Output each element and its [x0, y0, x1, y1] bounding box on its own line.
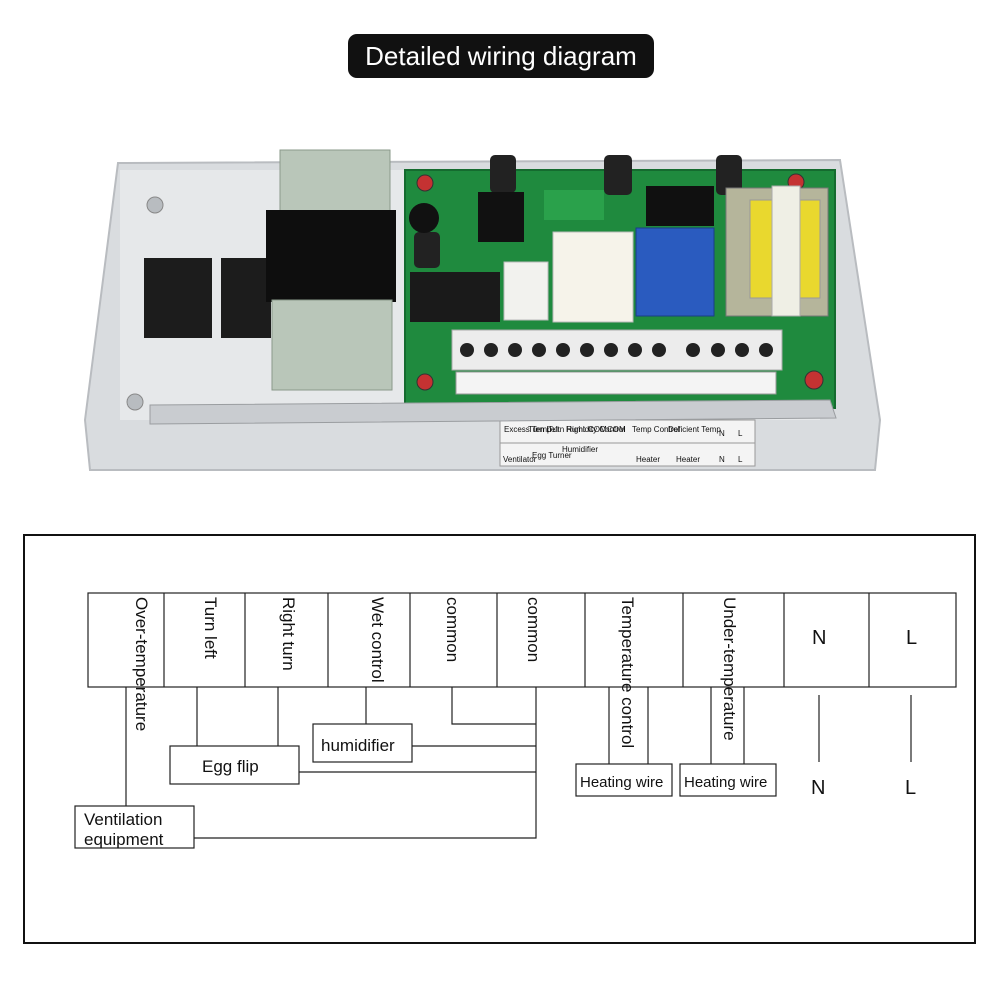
label-turn-right: Turn Right	[548, 425, 586, 434]
label-deficient-temp: Deficient Temp	[668, 425, 721, 434]
terminal-common-2: common	[524, 597, 543, 662]
terminal-n: N	[812, 627, 826, 649]
label-turn-left: Turn Left	[528, 425, 560, 434]
label-n-2: N	[719, 455, 725, 464]
egg-flip-box	[169, 745, 300, 785]
label-l-2: L	[738, 455, 743, 464]
relay-blue	[635, 227, 715, 317]
label-heater-2: Heater	[676, 455, 700, 464]
heating-wire-2-box	[679, 763, 777, 797]
label-l: L	[738, 429, 743, 438]
terminal-wet-control: Wet control	[368, 597, 387, 683]
page-title: Detailed wiring diagram	[348, 34, 654, 78]
l-output-label: L	[905, 777, 916, 799]
label-excess-temp: Excess Temp	[504, 425, 552, 434]
rocker-switch-left	[144, 258, 212, 338]
terminal-l: L	[906, 627, 917, 649]
terminal-right-turn: Right turn	[279, 597, 298, 671]
n-output-label: N	[811, 777, 825, 799]
label-temp-control: Temp Control	[632, 425, 680, 434]
label-humidifier: Humidifier	[562, 445, 598, 454]
socket-bottom	[271, 299, 393, 391]
label-heater-1: Heater	[636, 455, 660, 464]
label-egg-turner: Egg Turner	[532, 451, 572, 460]
terminal-label-text: Excess Temp Turn Left Turn Right Humidit…	[503, 425, 743, 464]
black-module	[266, 210, 396, 302]
label-com-1: COM	[588, 425, 607, 434]
rocker-switch-right	[221, 258, 271, 338]
label-n: N	[719, 429, 725, 438]
ventilation-line2: equipment	[84, 830, 164, 849]
socket-top	[279, 149, 391, 213]
label-ventilator: Ventilator	[503, 455, 537, 464]
wires	[125, 687, 912, 839]
ventilation-box	[74, 805, 195, 849]
humidifier-label: humidifier	[321, 736, 395, 755]
heating-wire-1-box	[575, 763, 673, 797]
terminal-turn-left: Turn left	[201, 597, 220, 659]
terminal-under-temperature: Under-temperature	[720, 597, 739, 741]
diagram-frame	[23, 534, 976, 944]
terminal-over-temperature: Over-temperature	[132, 597, 151, 731]
egg-flip-label: Egg flip	[202, 757, 259, 776]
ventilation-line1: Ventilation	[84, 810, 162, 829]
terminal-temperature-control: Temperature control	[618, 597, 637, 748]
label-humidity-control: Humidity Control	[566, 425, 625, 434]
controller-board-photo	[83, 149, 882, 471]
terminal-common-1: common	[443, 597, 462, 662]
heating-wire-2-label: Heating wire	[684, 774, 767, 791]
humidifier-box	[312, 723, 413, 763]
terminal-row	[87, 592, 957, 688]
relay-1	[503, 261, 549, 321]
label-com-2: COM	[607, 425, 626, 434]
heating-wire-1-label: Heating wire	[580, 774, 663, 791]
relay-2	[552, 231, 634, 323]
